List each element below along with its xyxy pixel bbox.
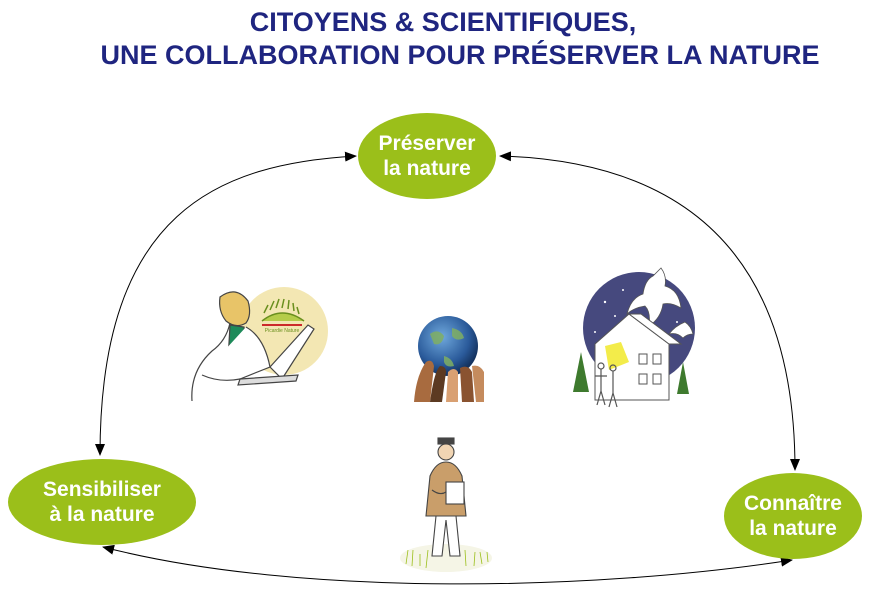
node-connaitre-line2: la nature bbox=[749, 517, 837, 540]
bats-house-illustration bbox=[573, 267, 695, 408]
node-connaitre-line1: Connaître bbox=[743, 492, 842, 515]
title-line-2: UNE COLLABORATION POUR PRÉSERVER LA NATU… bbox=[100, 40, 820, 70]
grass bbox=[405, 549, 489, 569]
node-sensibiliser-line1: Sensibiliser bbox=[43, 478, 161, 501]
page-title: CITOYENS & SCIENTIFIQUES, UNE COLLABORAT… bbox=[0, 6, 886, 72]
people-figures bbox=[595, 362, 618, 408]
arrow-preserver-connaitre bbox=[499, 151, 800, 471]
hedgehog-icon bbox=[261, 298, 305, 322]
scientist-laptop-illustration: Picardie Nature bbox=[191, 287, 328, 402]
node-sensibiliser-line2: à la nature bbox=[49, 503, 155, 526]
node-connaitre: Connaître la nature bbox=[724, 473, 862, 559]
node-preserver-line1: Préserver bbox=[378, 132, 476, 155]
meadow-patch bbox=[400, 544, 492, 572]
torch-light bbox=[605, 342, 629, 370]
badge-label: Picardie Nature bbox=[265, 328, 300, 334]
globe-hands-illustration bbox=[414, 316, 484, 402]
observer-figure bbox=[425, 437, 467, 557]
badge-underline bbox=[262, 324, 302, 326]
hands-icon bbox=[414, 360, 484, 402]
arrow-sensibiliser-connaitre bbox=[102, 544, 793, 585]
trees bbox=[573, 352, 689, 394]
title-line-1: CITOYENS & SCIENTIFIQUES, bbox=[249, 7, 637, 37]
node-preserver-line2: la nature bbox=[383, 157, 471, 180]
field-observer-illustration bbox=[400, 437, 492, 572]
node-sensibiliser: Sensibiliser à la nature bbox=[8, 459, 196, 545]
node-preserver: Préserver la nature bbox=[358, 113, 496, 199]
scientist-figure bbox=[191, 291, 315, 402]
arrow-preserver-sensibiliser bbox=[95, 151, 357, 456]
globe-icon bbox=[418, 316, 478, 376]
